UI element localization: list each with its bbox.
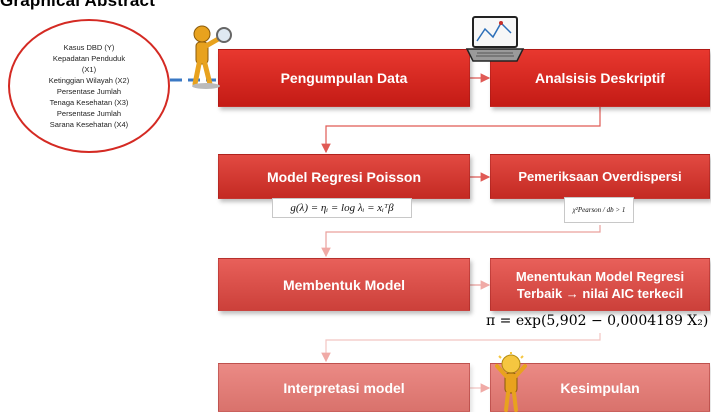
variable-item: (X1) xyxy=(81,65,97,74)
variable-item: Persentase Jumlah xyxy=(56,109,122,118)
step-analisis-deskriptif: Analsisis Deskriptif xyxy=(490,49,710,107)
arrow-menentukan-interpretasi xyxy=(321,333,601,363)
laptop-icon xyxy=(465,16,525,62)
variables-ellipse: Kasus DBD (Y) Kepadatan Penduduk (X1) Ke… xyxy=(8,19,170,153)
arrow-analisis-poisson xyxy=(321,107,601,154)
variable-item: Tenaga Kesehatan (X3) xyxy=(49,98,129,107)
figure-magnifier-icon xyxy=(192,25,232,89)
step-membentuk-model: Membentuk Model xyxy=(218,258,470,311)
overdispersion-formula: χ²Pearson / db > 1 xyxy=(564,197,634,223)
step-interpretasi-model: Interpretasi model xyxy=(218,363,470,412)
idea-figure-icon xyxy=(495,352,527,412)
variable-item: Persentase Jumlah xyxy=(56,87,122,96)
step-pemeriksaan-overdispersi: Pemeriksaan Overdispersi xyxy=(490,154,710,199)
final-model-formula: π = exp(5,902 − 0,0004189 X₂) xyxy=(486,313,709,329)
arrow-overdispersi-membentuk xyxy=(321,225,601,258)
variable-item: Kepadatan Penduduk xyxy=(52,54,126,63)
step-model-regresi-poisson: Model Regresi Poisson xyxy=(218,154,470,199)
variable-item: Ketinggian Wilayah (X2) xyxy=(48,76,130,85)
graphical-abstract-heading: Graphical Abstract xyxy=(0,0,156,10)
variable-item: Kasus DBD (Y) xyxy=(63,43,115,52)
step-pengumpulan-data: Pengumpulan Data xyxy=(218,49,470,107)
variable-item: Sarana Kesehatan (X4) xyxy=(49,120,129,129)
step-menentukan-model-terbaik: Menentukan Model Regresi Terbaik → nilai… xyxy=(490,258,710,311)
poisson-link-formula: g(λ) = ηᵢ = log λᵢ = xᵢᵀβ xyxy=(272,198,412,218)
